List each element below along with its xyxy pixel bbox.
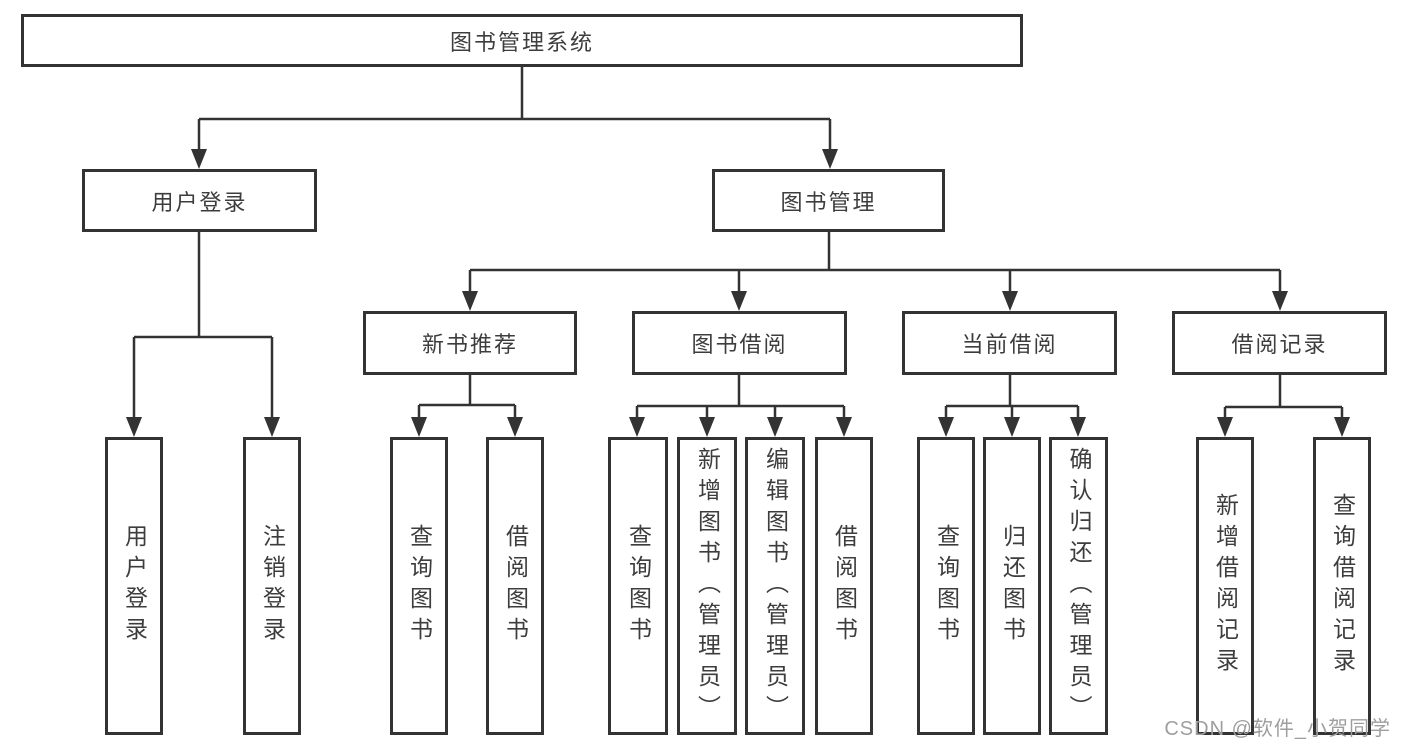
leaf-query-books-current-label: 查询图书 [933,524,960,648]
node-user-login: 用户登录 [82,169,317,232]
node-book-management: 图书管理 [712,169,945,232]
leaf-edit-book-admin: 编辑图书（管理员） [745,437,805,735]
leaf-logout-label: 注销登录 [259,524,286,648]
leaf-add-book-admin: 新增图书（管理员） [677,437,737,735]
leaf-query-books-recommend: 查询图书 [390,437,448,735]
csdn-watermark: CSDN @软件_小贺同学 [1164,718,1391,740]
leaf-borrow-books-label: 借阅图书 [831,524,858,648]
leaf-query-books-recommend-label: 查询图书 [406,524,433,648]
leaf-borrow-books: 借阅图书 [815,437,873,735]
node-new-book-recommendation: 新书推荐 [363,311,577,375]
connector-lines [132,67,1344,420]
leaf-borrow-books-recommend: 借阅图书 [486,437,544,735]
leaf-edit-book-admin-label: 编辑图书（管理员） [762,446,789,726]
leaf-confirm-return-admin-label: 确认归还（管理员） [1066,446,1092,726]
leaf-user-login-label: 用户登录 [121,524,148,648]
node-library-management-system: 图书管理系统 [21,14,1023,67]
arrowhead-icons [126,149,1350,437]
leaf-return-book: 归还图书 [983,437,1041,735]
leaf-query-borrow-record-label: 查询借阅记录 [1329,493,1356,679]
node-borrowing-records: 借阅记录 [1172,311,1387,375]
leaf-query-borrow-record: 查询借阅记录 [1313,437,1371,735]
leaf-confirm-return-admin: 确认归还（管理员） [1049,437,1108,735]
leaf-add-borrow-record-label: 新增借阅记录 [1212,493,1239,679]
leaf-query-books-borrow-label: 查询图书 [625,524,652,648]
leaf-user-login: 用户登录 [105,437,163,735]
leaf-query-books-current: 查询图书 [917,437,975,735]
leaf-logout: 注销登录 [243,437,301,735]
leaf-add-book-admin-label: 新增图书（管理员） [694,446,721,726]
leaf-return-book-label: 归还图书 [999,524,1026,648]
leaf-add-borrow-record: 新增借阅记录 [1196,437,1254,735]
node-book-borrowing: 图书借阅 [632,311,847,375]
leaf-query-books-borrow: 查询图书 [608,437,668,735]
leaf-borrow-books-recommend-label: 借阅图书 [502,524,529,648]
node-current-borrowing: 当前借阅 [902,311,1117,375]
